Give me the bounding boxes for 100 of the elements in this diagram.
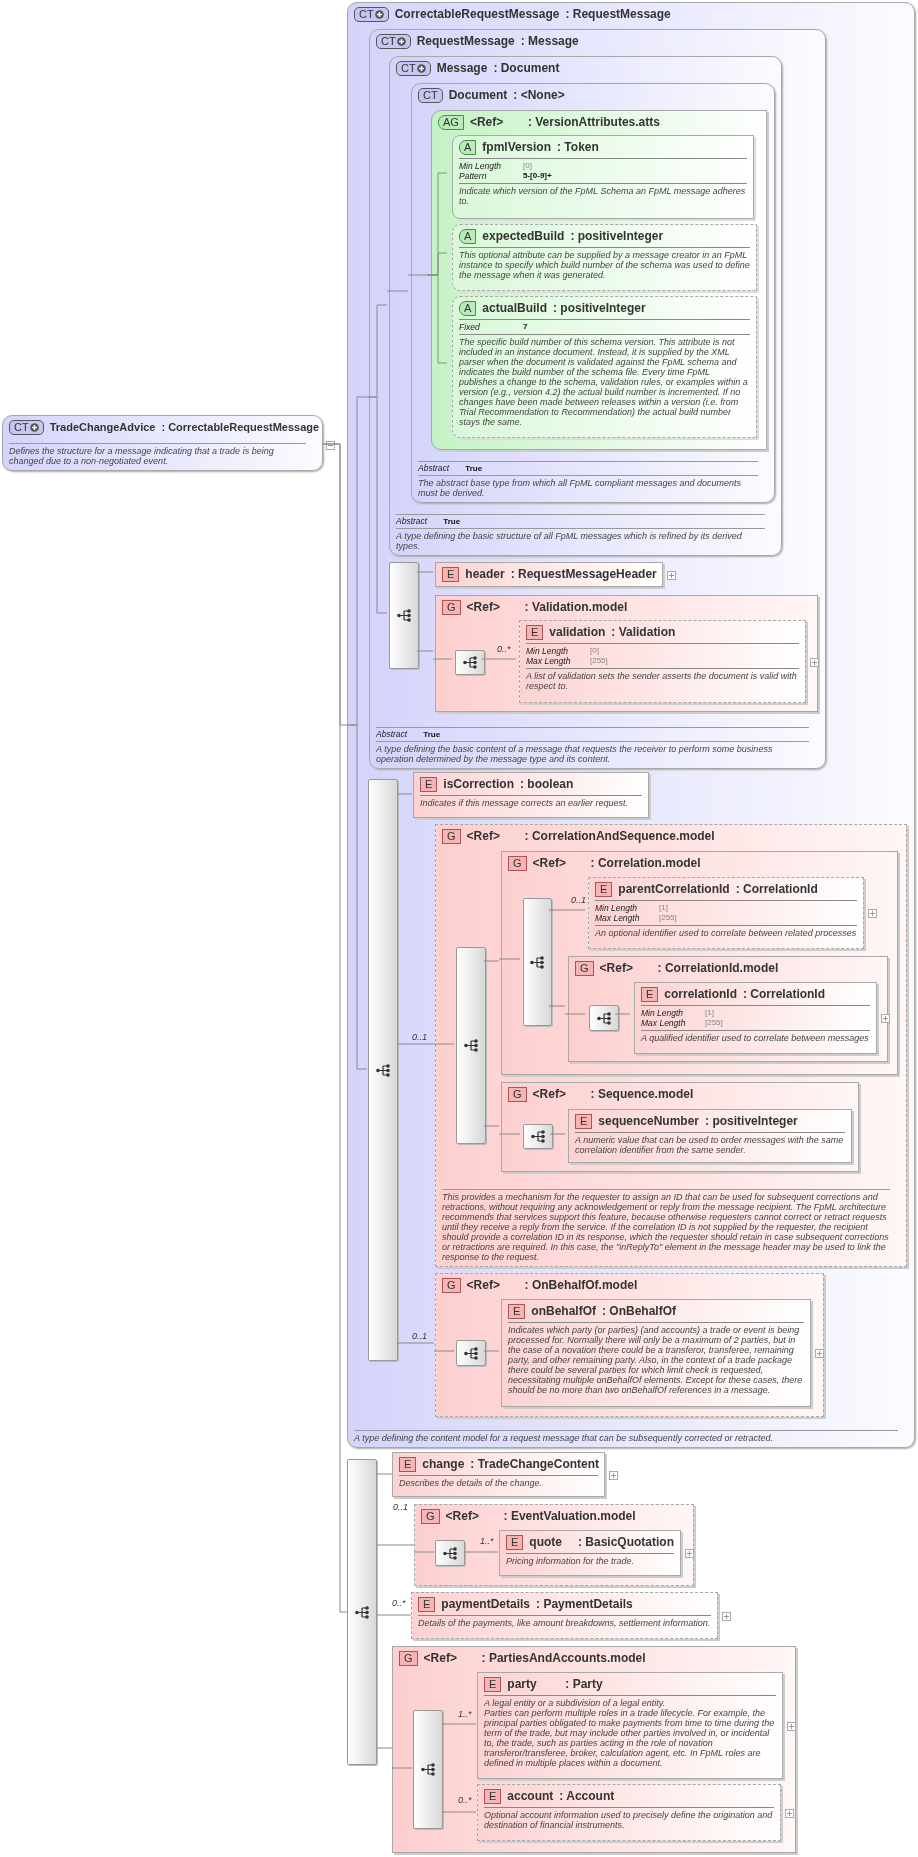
kind-badge: CT [418, 87, 443, 103]
edge-label: 0..1 [412, 1331, 427, 1341]
kind-badge: G [508, 1086, 527, 1102]
component-name: change [422, 1456, 465, 1473]
component-name: validation [549, 624, 606, 641]
facet-value: 7 [523, 322, 529, 332]
connector-line [481, 658, 517, 660]
kind-badge: CT [9, 419, 44, 435]
kind-badge: E [418, 1596, 436, 1612]
sequence-compositor [523, 1124, 553, 1149]
edge-label: 0..1 [393, 1502, 408, 1512]
description-text: A qualified identifier used to correlate between messages [641, 1033, 870, 1043]
connector-line [498, 1133, 521, 1135]
type-name: : positiveInteger [705, 1113, 798, 1130]
component-name: <Ref> [466, 599, 501, 616]
description-text: Defines the structure for a message indicating that a trade is being changed due to a non-negotiated event. [9, 446, 275, 466]
component-name: sequenceNumber [598, 1113, 700, 1130]
kind-badge: A [459, 300, 477, 316]
facet-label: Max Length [526, 656, 572, 666]
component-name: Message [436, 60, 488, 77]
description-text: Indicate which version of the FpML Schema an FpML message adheres to. [459, 186, 747, 206]
sequence-compositor [435, 1540, 465, 1566]
connector-line [376, 1614, 412, 1616]
connector-line [396, 1342, 435, 1344]
kind-badge: E [442, 566, 460, 582]
connector-line [483, 1350, 500, 1352]
type-name: : BasicQuotation [578, 1534, 674, 1551]
kind-badge: E [484, 1788, 502, 1804]
facet-value: True [423, 730, 441, 740]
sequence-compositor [389, 562, 419, 669]
facet-label: Abstract [376, 729, 408, 739]
sequence-compositor [368, 779, 398, 1361]
kind-badge: E [420, 776, 438, 792]
component-name: fpmlVersion [482, 139, 552, 156]
type-name: : TradeChangeContent [470, 1456, 600, 1473]
type-name: : Document [493, 60, 560, 77]
connector-line [416, 571, 434, 573]
description-text: Details of the payments, like amount breakdowns, settlement information. [418, 1618, 711, 1628]
description-text: A list of validation sets the sender asserts the document is valid with respect to. [526, 671, 798, 691]
component-name: Document [448, 87, 508, 104]
component-name: TradeChangeAdvice [49, 419, 156, 435]
edge-label: 0..* [392, 1598, 406, 1608]
connector-line [346, 724, 368, 1070]
kind-badge: G [508, 855, 527, 871]
description-text: This optional attribute can be supplied by a message creator in an FpML instance to specify which build number of the schema was used to define the message when it was generated. [459, 250, 750, 280]
component-name: <Ref> [532, 1086, 567, 1103]
type-name: : Token [557, 139, 599, 156]
facet-label: Fixed [459, 322, 481, 332]
kind-badge: AG [438, 114, 464, 130]
description-text: The specific build number of this schema version. This attribute is not included in an instance document. Instead, it is supplied by the XML parser when the document is validated against the FpML schema and indicates the build number of the schema file. Every time FpML publishes a change to the schema, validation rules, or examples within a version (e.g., version 4.2) the actual build number is incremented. If no changes have been made between releases within a version (i.e. from Trial Recommendation to Recommendation) the actual build number stays the same. [459, 337, 749, 427]
type-name: : <None> [513, 87, 565, 104]
sequence-compositor [347, 1459, 377, 1765]
component-name: actualBuild [482, 300, 548, 317]
component-name: quote [529, 1534, 563, 1551]
component-name: correlationId [664, 986, 738, 1003]
connector-line [322, 443, 348, 1613]
sequence-compositor [413, 1710, 443, 1829]
edge-label: 0..* [458, 1795, 472, 1805]
type-name: : Sequence.model [590, 1086, 694, 1103]
type-name: : EventValuation.model [503, 1508, 636, 1525]
edge-label: 0..1 [412, 1032, 427, 1042]
kind-badge: G [575, 960, 594, 976]
type-name: : OnBehalfOf [602, 1303, 676, 1320]
component-name: paymentDetails [441, 1596, 531, 1613]
component-name: RequestMessage [416, 33, 515, 50]
group-panel [501, 1082, 859, 1172]
kind-badge: E [506, 1534, 524, 1550]
connector-line [396, 793, 413, 795]
description-text: Parties can perform multiple roles in a trade lifecycle. For example, the principal parties obligated to make payments from time to time during the term of the trade, but may include other parties involved in, or incidental to, the trade, such as parties acting in the role of novation transferor/transferee, broker, calculation agent, etc. In FpML roles are defined in multiple places within a document. [484, 1708, 776, 1768]
component-name: party [507, 1676, 538, 1693]
description-text: Indicates if this message corrects an earlier request. [420, 798, 630, 808]
facet-value: [255] [659, 913, 678, 923]
kind-badge: A [459, 228, 477, 244]
type-name: : boolean [520, 776, 574, 793]
type-name: : Correlation.model [590, 855, 701, 872]
type-name: : RequestMessage [565, 6, 671, 23]
sequence-compositor [456, 1340, 486, 1366]
type-name: : Validation [611, 624, 676, 641]
component-name: account [507, 1788, 554, 1805]
facet-value: [255] [590, 656, 609, 666]
facet-label: Abstract [396, 516, 428, 526]
description-text: Pricing information for the trade. [506, 1556, 636, 1566]
connector-line [548, 1005, 566, 1007]
connector-line [432, 658, 453, 660]
kind-badge: E [595, 881, 613, 897]
attribute-card [452, 296, 757, 438]
connector-line [433, 1043, 455, 1045]
description-text: A type defining the content model for a request message that can be subsequently corrected or retracted. [354, 1433, 774, 1443]
component-name: expectedBuild [482, 228, 565, 245]
complex-type-panel [347, 2, 915, 1448]
connector-line [426, 274, 448, 364]
group-panel [435, 595, 818, 712]
complex-type-panel [369, 29, 826, 769]
kind-badge: E [399, 1456, 417, 1472]
connector-line [367, 396, 388, 614]
connector-line [386, 290, 409, 292]
component-name: <Ref> [532, 855, 567, 872]
description-text: Indicates which party (or parties) (and accounts) a trade or event is being processed for. Normally there will only be a maximum of 2 parties, but in the case of a novation there could be a transferor, transferee, remaining party, and other remaining party. Also, in the context of a trade package there could be several parties for which limit check is requested, necessitating multiple onBehalfOf elements. Except for these cases, there should be no more than two onBehalfOf references in a message. [508, 1325, 804, 1395]
attribute-group-panel [431, 110, 767, 450]
facet-value: [255] [705, 1018, 724, 1028]
